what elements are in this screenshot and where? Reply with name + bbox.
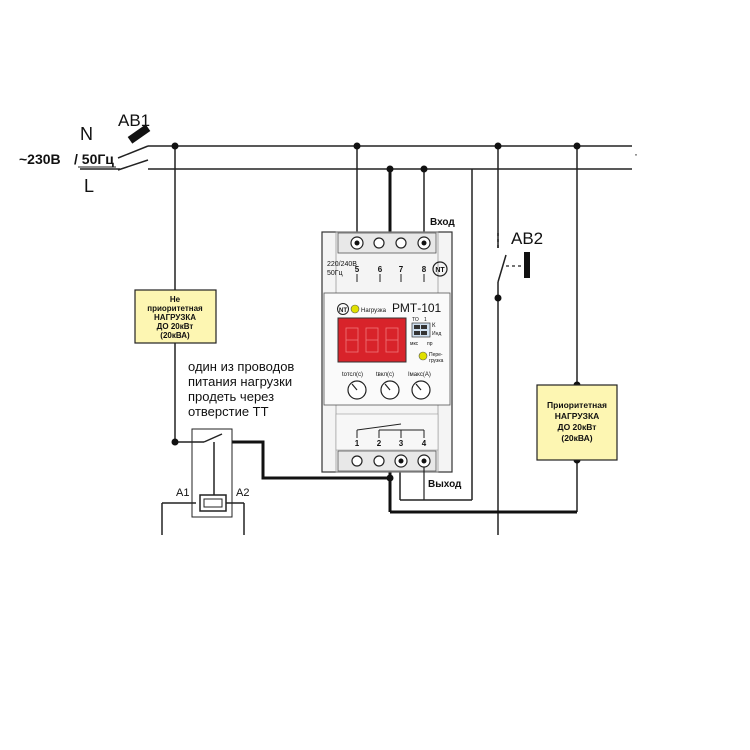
contactor-a1: A1	[176, 487, 189, 499]
knob-label-imax: Iмакс(А)	[408, 372, 431, 378]
knob-label-on: tвкл(с)	[376, 372, 394, 378]
svg-text:продеть через: продеть через	[188, 389, 274, 404]
overload-led	[418, 351, 428, 361]
breaker-av1-label: АВ1	[118, 111, 150, 130]
terminal-8: 8	[422, 265, 427, 274]
breaker-av1	[117, 124, 151, 171]
svg-text:(20кВА): (20кВА)	[561, 433, 592, 443]
svg-text:один из проводов: один из проводов	[188, 359, 294, 374]
supply-frequency: / 50Гц	[74, 151, 114, 167]
relay-rating-line1: 220/240В	[327, 261, 357, 268]
terminal-7: 7	[399, 265, 404, 274]
svg-text:НАГРУЗКА: НАГРУЗКА	[154, 313, 196, 322]
phase-label: L	[84, 176, 94, 196]
svg-text:мкс: мкс	[410, 341, 419, 347]
knob-label-off: tотсл(с)	[342, 372, 363, 378]
terminal-5: 5	[355, 265, 360, 274]
bus-end-mark: ·	[634, 147, 638, 161]
terminal-2: 2	[377, 439, 382, 448]
breaker-av2	[497, 232, 530, 283]
output-label: Выход	[428, 479, 462, 490]
svg-text:Не: Не	[170, 295, 181, 304]
terminal-4: 4	[422, 439, 427, 448]
svg-text:ДО 20кВт: ДО 20кВт	[157, 322, 194, 331]
non-priority-load-box: Не приоритетная НАГРУЗКА ДО 20кВт (20кВА…	[134, 289, 217, 344]
terminal-3: 3	[399, 439, 404, 448]
breaker-av2-label: АВ2	[511, 229, 543, 248]
neutral-label: N	[80, 124, 93, 144]
supply-bus	[80, 145, 632, 170]
svg-text:НАГРУЗКА: НАГРУЗКА	[555, 411, 600, 421]
svg-text:питания нагрузки: питания нагрузки	[188, 374, 292, 389]
svg-text:приоритетная: приоритетная	[147, 304, 203, 313]
knob-off-time	[347, 380, 367, 400]
input-label: Вход	[430, 217, 455, 228]
svg-text:Инд: Инд	[432, 331, 441, 337]
svg-text:NT: NT	[435, 267, 445, 274]
terminal-1: 1	[355, 439, 360, 448]
svg-text:отверстие ТТ: отверстие ТТ	[188, 404, 269, 419]
load-led	[350, 304, 360, 314]
svg-text:ДО 20кВт: ДО 20кВт	[558, 422, 597, 432]
panel-logo: NT	[337, 303, 349, 315]
svg-text:Приоритетная: Приоритетная	[547, 400, 607, 410]
svg-text:NT: NT	[339, 308, 347, 314]
contactor-a2: A2	[236, 487, 249, 499]
relay-rating-line2: 50Гц	[327, 270, 343, 277]
overload-label-1: Пере-	[429, 352, 443, 358]
svg-text:ТО: ТО	[412, 317, 419, 323]
supply-voltage: ~230В	[19, 151, 61, 167]
knob-max-current	[411, 380, 431, 400]
relay-rmt-101: 220/240В 50Гц 5 6 7 8 NT NT Нагрузка РМТ…	[321, 231, 453, 473]
contactor	[191, 428, 233, 518]
nt-logo: NT	[432, 261, 448, 277]
svg-text:(20кВА): (20кВА)	[160, 331, 190, 340]
wires	[161, 146, 578, 535]
overload-label-2: грузка	[429, 358, 444, 364]
svg-text:К: К	[432, 323, 436, 329]
svg-text:1: 1	[424, 317, 427, 323]
knob-on-time	[380, 380, 400, 400]
relay-model: РМТ-101	[392, 301, 442, 315]
terminal-6: 6	[378, 265, 383, 274]
ct-note: один из проводов питания нагрузки продет…	[188, 359, 294, 419]
svg-text:пр: пр	[427, 341, 433, 347]
relay-contacts	[356, 423, 425, 438]
priority-load-box: Приоритетная НАГРУЗКА ДО 20кВт (20кВА)	[536, 384, 618, 461]
display-segments	[345, 327, 399, 353]
load-indicator-label: Нагрузка	[361, 308, 387, 314]
